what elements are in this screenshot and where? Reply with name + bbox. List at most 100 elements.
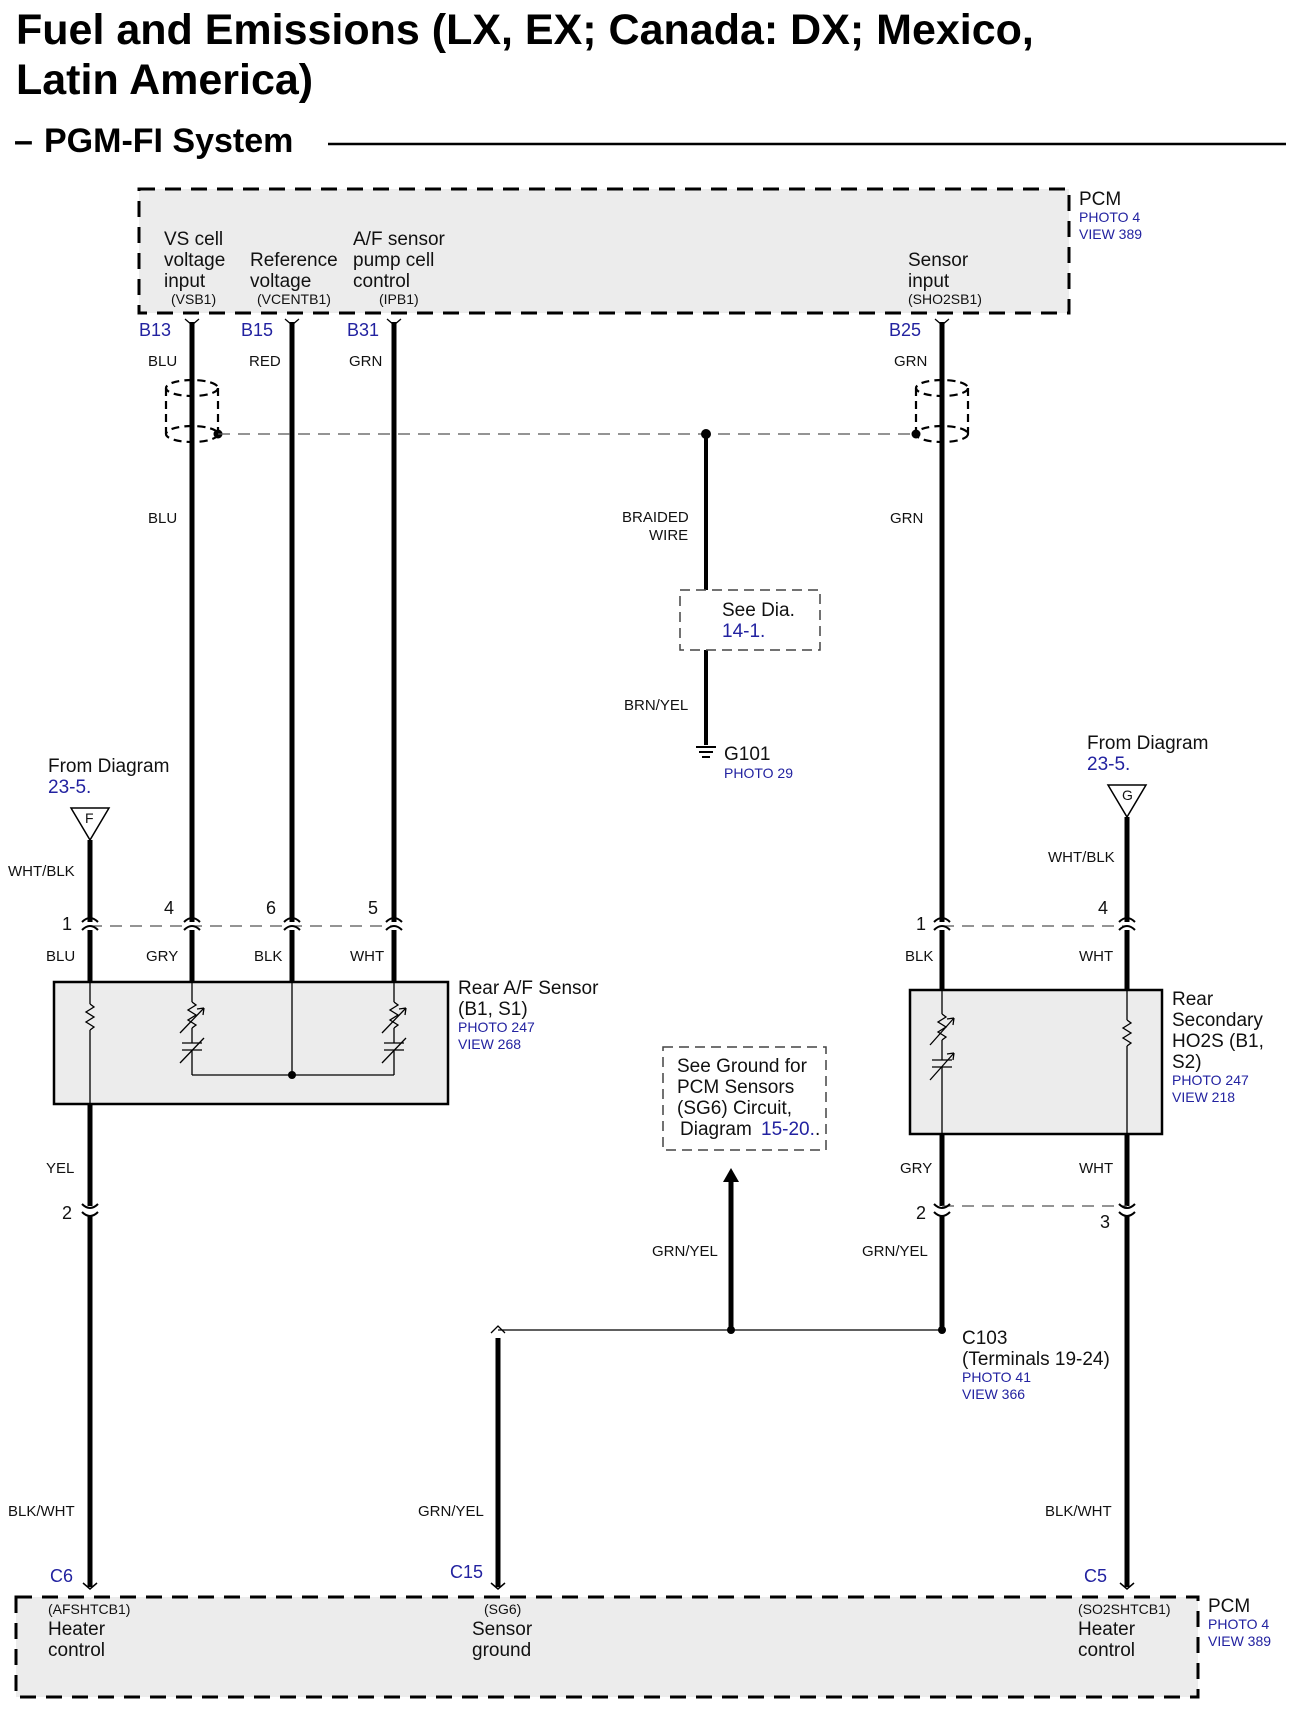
wire-c15-color: GRN/YEL <box>418 1503 484 1520</box>
ground-note-box <box>662 1046 827 1151</box>
ho2s-name-line3: HO2S (B1, <box>1172 1031 1264 1052</box>
af-bottom-wire: YEL <box>46 1160 74 1177</box>
ho2s-sensor-box <box>908 988 1164 1136</box>
connector-symbols-bottom <box>81 1203 1136 1217</box>
from-diagram-left-text: From Diagram <box>48 756 169 777</box>
c103-name: C103 <box>962 1328 1007 1349</box>
pcm-bottom-view[interactable]: VIEW 389 <box>1208 1633 1271 1649</box>
c103-terminals: (Terminals 19-24) <box>962 1349 1110 1370</box>
pcm-top-box <box>137 187 1071 315</box>
af-wire-blu: BLU <box>46 948 75 965</box>
see-dia-box <box>679 589 821 651</box>
ho2s-bottom-pin-3: 3 <box>1100 1212 1110 1232</box>
af-pin-4: 4 <box>164 898 174 918</box>
ground-g101-name: G101 <box>724 744 770 765</box>
af-pin-6: 6 <box>266 898 276 918</box>
af-bottom-pin: 2 <box>62 1203 72 1223</box>
see-dia-text: See Dia. <box>722 600 795 621</box>
af-sensor-name-line2: (B1, S1) <box>458 999 528 1020</box>
wire-c5-color: BLK/WHT <box>1045 1503 1112 1520</box>
page-title-line1: Fuel and Emissions (LX, EX; Canada: DX; … <box>16 6 1034 54</box>
from-diagram-right-text: From Diagram <box>1087 733 1208 754</box>
pcm-input-sho2sb1-signal: (SHO2SB1) <box>908 291 982 307</box>
pcm-input-ipb1-signal: (IPB1) <box>379 291 419 307</box>
wire-b15-color: RED <box>249 353 281 370</box>
from-diagram-right-arrow-icon <box>1106 784 1148 819</box>
ground-note-arrow-icon <box>723 1168 739 1182</box>
ground-note-period: . <box>815 1119 820 1140</box>
ho2s-bottom-wire-wht: WHT <box>1079 1160 1113 1177</box>
pcm-out-c5-signal: (SO2SHTCB1) <box>1078 1601 1171 1617</box>
pcm-input-vsb1-line2: voltage <box>164 250 225 271</box>
from-diagram-left-wire: WHT/BLK <box>8 863 75 880</box>
ho2s-name-line2: Secondary <box>1172 1010 1263 1031</box>
ho2s-name-line4: S2) <box>1172 1052 1202 1073</box>
af-sensor-name-line1: Rear A/F Sensor <box>458 978 599 999</box>
pin-b13: B13 <box>139 320 171 340</box>
pcm-input-vsb1-line3: input <box>164 271 206 292</box>
junction-wire-right: GRN/YEL <box>862 1243 928 1260</box>
af-sensor-splice <box>288 1071 296 1079</box>
ho2s-pin-4: 4 <box>1098 898 1108 918</box>
page-title-line2: Latin America) <box>16 56 313 104</box>
wire-b25-color: GRN <box>894 353 927 370</box>
pcm-input-vsb1-line1: VS cell <box>164 229 223 250</box>
pcm-out-c15-line1: Sensor <box>472 1619 533 1640</box>
af-wire-gry: GRY <box>146 948 178 965</box>
pcm-bottom-photo[interactable]: PHOTO 4 <box>1208 1616 1269 1632</box>
pin-c15: C15 <box>450 1562 483 1582</box>
ground-wire-color: BRN/YEL <box>624 697 688 714</box>
pcm-input-sho2sb1-line1: Sensor <box>908 250 969 271</box>
af-pin-5: 5 <box>368 898 378 918</box>
pcm-top-name: PCM <box>1079 189 1121 210</box>
c103-view[interactable]: VIEW 366 <box>962 1386 1025 1402</box>
af-sensor-view[interactable]: VIEW 268 <box>458 1036 521 1052</box>
subtitle-dash: – <box>14 122 33 160</box>
pcm-input-sho2sb1-line2: input <box>908 271 950 292</box>
ho2s-name-line1: Rear <box>1172 989 1214 1010</box>
wire-b31-color: GRN <box>349 353 382 370</box>
wire-b15 <box>284 318 300 922</box>
pcm-top-photo: PHOTO 4 <box>1079 209 1140 225</box>
shield-right <box>911 378 970 445</box>
from-diagram-right-wire: WHT/BLK <box>1048 849 1115 866</box>
ground-note-line2: PCM Sensors <box>677 1077 794 1098</box>
ground-note-ref[interactable]: 15-20. <box>761 1119 815 1140</box>
wire-c6-color: BLK/WHT <box>8 1503 75 1520</box>
c103-photo[interactable]: PHOTO 41 <box>962 1369 1031 1385</box>
pcm-bottom-pin-arrows <box>82 1582 1135 1590</box>
af-pin-1: 1 <box>62 914 72 934</box>
braided-label-line1: BRAIDED <box>622 509 689 526</box>
pin-b31: B31 <box>347 320 379 340</box>
ho2s-photo[interactable]: PHOTO 247 <box>1172 1072 1249 1088</box>
pcm-bottom-name: PCM <box>1208 1596 1250 1617</box>
ho2s-wire-blk: BLK <box>905 948 933 965</box>
pcm-out-c6-line2: control <box>48 1640 105 1661</box>
pin-b25: B25 <box>889 320 921 340</box>
pin-c6: C6 <box>50 1566 73 1586</box>
af-wire-wht: WHT <box>350 948 384 965</box>
see-dia-ref[interactable]: 14-1. <box>722 621 765 642</box>
wire-b31 <box>386 318 402 922</box>
pcm-input-ipb1-line1: A/F sensor <box>353 229 446 250</box>
ho2s-wire-wht: WHT <box>1079 948 1113 965</box>
from-diagram-left-ref[interactable]: 23-5. <box>48 777 91 798</box>
pcm-out-c6-signal: (AFSHTCB1) <box>48 1601 130 1617</box>
pcm-top-view: VIEW 389 <box>1079 226 1142 242</box>
af-sensor-photo[interactable]: PHOTO 247 <box>458 1019 535 1035</box>
from-diagram-right-ref[interactable]: 23-5. <box>1087 754 1130 775</box>
c103-splice-ho2s <box>938 1326 946 1334</box>
section-subtitle: PGM-FI System <box>44 122 293 160</box>
ho2s-view[interactable]: VIEW 218 <box>1172 1089 1235 1105</box>
ground-icon <box>696 746 716 758</box>
pcm-out-c5-line2: control <box>1078 1640 1135 1661</box>
pcm-out-c5-line1: Heater <box>1078 1619 1136 1640</box>
pin-b15: B15 <box>241 320 273 340</box>
pcm-input-vsb1-signal: (VSB1) <box>171 291 216 307</box>
shield-left <box>164 378 223 445</box>
ground-g101-photo[interactable]: PHOTO 29 <box>724 765 793 781</box>
c103-bus-end <box>490 1325 506 1334</box>
pcm-input-ipb1-line3: control <box>353 271 410 292</box>
af-wire-blk: BLK <box>254 948 282 965</box>
ho2s-bottom-pin-2: 2 <box>916 1203 926 1223</box>
